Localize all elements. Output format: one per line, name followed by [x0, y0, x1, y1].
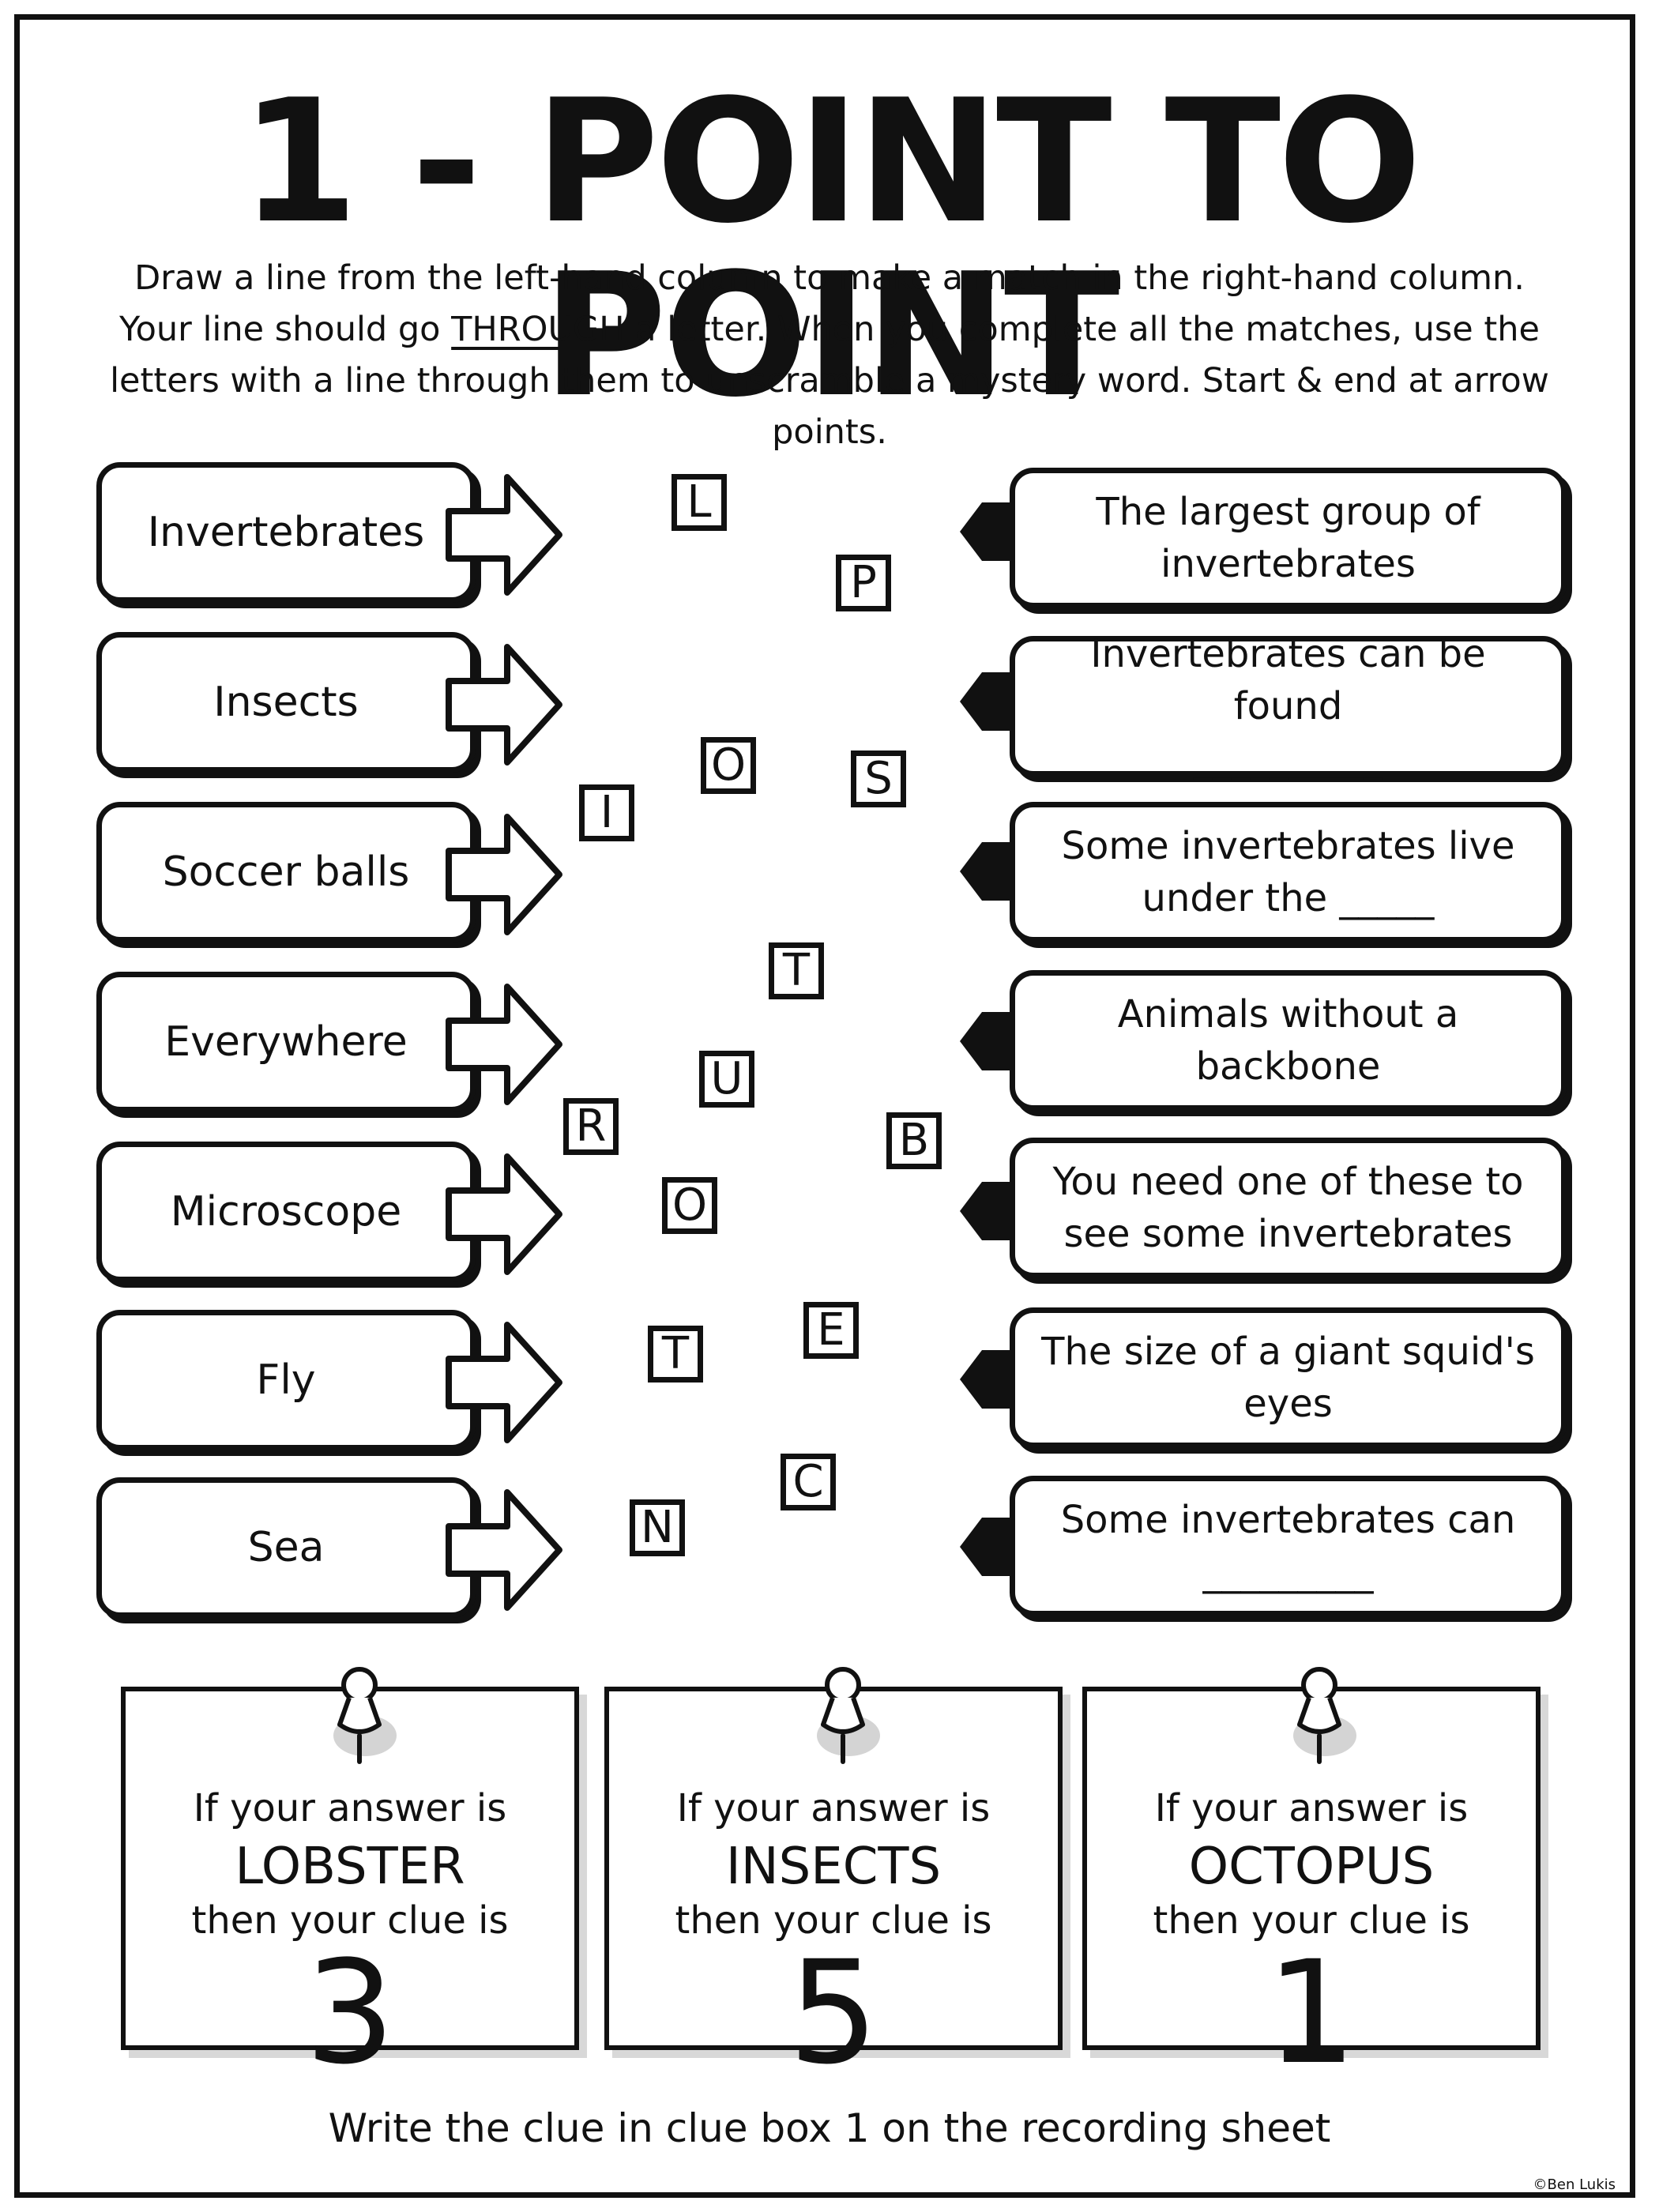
left-item-label: Fly — [256, 1356, 316, 1404]
note-line-3: then your clue is — [191, 1898, 509, 1943]
note-answer: LOBSTER — [235, 1838, 465, 1896]
right-item-label: Animals without a backbone — [1117, 992, 1459, 1089]
copyright-notice: ©Ben Lukis — [1533, 2176, 1616, 2193]
note-line-3: then your clue is — [675, 1898, 992, 1943]
note-answer: OCTOPUS — [1188, 1838, 1435, 1896]
right-arrow-icon[interactable] — [442, 468, 569, 602]
letter-tile[interactable]: E — [803, 1302, 859, 1359]
instructions-part-2: a letter. When you complete all the matc… — [110, 310, 1549, 452]
right-item-label: Invertebrates can be found __________ — [1090, 632, 1486, 781]
right-arrow-icon[interactable] — [442, 1483, 569, 1617]
letter-tile[interactable]: O — [701, 737, 756, 794]
pushpin-icon — [817, 1667, 880, 1764]
letter-tile[interactable]: I — [579, 784, 634, 841]
note-line-1: If your answer is — [1154, 1786, 1469, 1830]
right-arrow-icon[interactable] — [442, 1315, 569, 1450]
letter-tile[interactable]: B — [886, 1112, 942, 1169]
left-item-label: Invertebrates — [147, 509, 425, 556]
left-item-label: Insects — [213, 679, 359, 726]
point-marker-icon[interactable] — [960, 1176, 1019, 1247]
letter-tile[interactable]: C — [781, 1454, 836, 1510]
point-marker-icon[interactable] — [960, 1006, 1019, 1077]
right-arrow-icon[interactable] — [442, 977, 569, 1112]
left-item-fly[interactable]: Fly — [96, 1310, 476, 1450]
right-item-can[interactable]: Some invertebrates can _________ — [1010, 1476, 1567, 1616]
left-item-sea[interactable]: Sea — [96, 1477, 476, 1618]
left-item-label: Soccer balls — [162, 848, 410, 896]
note-line-3: then your clue is — [1153, 1898, 1470, 1943]
point-marker-icon[interactable] — [960, 666, 1019, 737]
letter-tile[interactable]: N — [630, 1499, 685, 1556]
right-item-largest-group[interactable]: The largest group of invertebrates — [1010, 468, 1567, 608]
letter-tile[interactable]: T — [648, 1326, 703, 1382]
left-item-label: Sea — [247, 1524, 325, 1571]
note-line-1: If your answer is — [676, 1786, 991, 1830]
right-arrow-icon[interactable] — [442, 638, 569, 772]
letter-tile[interactable]: P — [836, 555, 891, 611]
point-marker-icon[interactable] — [960, 1511, 1019, 1582]
page-frame — [14, 14, 1635, 2198]
note-answer: INSECTS — [725, 1838, 942, 1896]
note-clue-number: 5 — [788, 1931, 879, 2096]
point-marker-icon[interactable] — [960, 836, 1019, 907]
left-item-label: Microscope — [170, 1188, 402, 1236]
page-title: 1 - POINT TO POINT — [240, 62, 1422, 434]
letter-tile[interactable]: R — [563, 1098, 619, 1155]
left-item-everywhere[interactable]: Everywhere — [96, 972, 476, 1112]
clue-note-lobster: If your answer is LOBSTER then your clue… — [121, 1687, 579, 2085]
letter-tile[interactable]: U — [699, 1051, 754, 1108]
left-item-soccer-balls[interactable]: Soccer balls — [96, 802, 476, 942]
right-item-live-under[interactable]: Some invertebrates live under the _____ — [1010, 802, 1567, 942]
right-item-label: Some invertebrates can _________ — [1060, 1498, 1516, 1594]
right-item-label: The largest group of invertebrates — [1096, 490, 1480, 586]
right-arrow-icon[interactable] — [442, 1147, 569, 1281]
letter-tile[interactable]: L — [672, 474, 727, 531]
right-item-no-backbone[interactable]: Animals without a backbone — [1010, 970, 1567, 1111]
instructions-part-1: Draw a line from the left-hand column to… — [119, 258, 1525, 349]
instructions: Draw a line from the left-hand column to… — [95, 253, 1564, 458]
left-item-microscope[interactable]: Microscope — [96, 1142, 476, 1282]
right-item-label: You need one of these to see some invert… — [1052, 1160, 1524, 1256]
footer-instruction: Write the clue in clue box 1 on the reco… — [328, 2105, 1331, 2151]
right-item-squid-eyes[interactable]: The size of a giant squid's eyes — [1010, 1307, 1567, 1448]
note-clue-number: 3 — [304, 1931, 396, 2096]
note-clue-number: 1 — [1266, 1931, 1357, 2096]
right-item-need-one[interactable]: You need one of these to see some invert… — [1010, 1138, 1567, 1278]
pushpin-icon — [1293, 1667, 1356, 1764]
letter-tile[interactable]: T — [769, 942, 824, 999]
letter-tile[interactable]: S — [851, 750, 906, 807]
point-marker-icon[interactable] — [960, 1344, 1019, 1415]
point-marker-icon[interactable] — [960, 496, 1019, 567]
pushpin-icon — [333, 1667, 397, 1764]
clue-note-octopus: If your answer is OCTOPUS then your clue… — [1082, 1687, 1540, 2085]
right-item-found[interactable]: Invertebrates can be found __________ — [1010, 632, 1567, 781]
note-line-1: If your answer is — [193, 1786, 507, 1830]
right-item-label: Some invertebrates live under the _____ — [1061, 824, 1515, 920]
left-item-insects[interactable]: Insects — [96, 632, 476, 773]
instructions-emphasis: THROUGH — [451, 310, 625, 349]
left-item-label: Everywhere — [164, 1018, 408, 1066]
letter-tile[interactable]: O — [662, 1177, 717, 1234]
right-item-label: The size of a giant squid's eyes — [1041, 1330, 1535, 1426]
left-item-invertebrates[interactable]: Invertebrates — [96, 462, 476, 603]
right-arrow-icon[interactable] — [442, 807, 569, 942]
